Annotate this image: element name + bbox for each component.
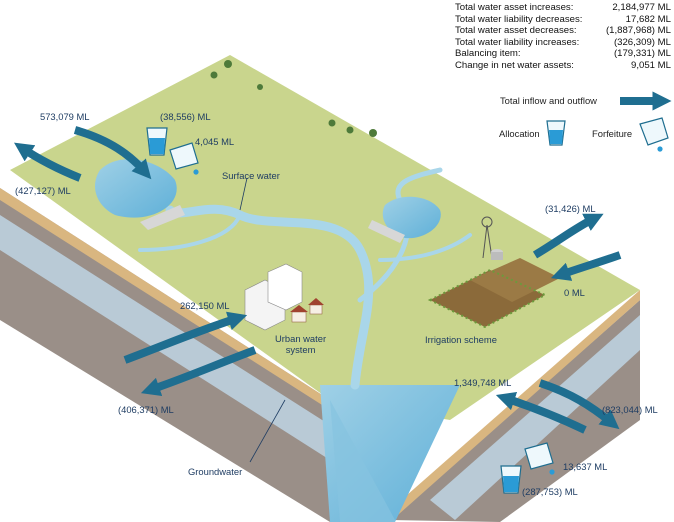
urban-inflow-arrow <box>123 311 248 364</box>
landscape-block <box>0 55 640 522</box>
surface-allocation-value: (38,556) ML <box>160 111 211 122</box>
water-tank-icon <box>491 249 503 260</box>
irrigation-inflow-arrow <box>550 251 622 281</box>
summary-row: Change in net water assets:9,051 ML <box>455 59 671 71</box>
irrigation-scheme-label: Irrigation scheme <box>425 334 497 345</box>
groundwater-allocation-glass-icon <box>500 465 522 494</box>
trees <box>210 60 377 137</box>
urban-inflow-value: 262,150 ML <box>180 300 230 311</box>
summary-row: Total water asset increases:2,184,977 ML <box>455 2 671 13</box>
summary-row: Total water liability decreases:17,682 M… <box>455 13 671 25</box>
dam-wall-left <box>140 205 185 230</box>
irrigation-outflow-value: (31,426) ML <box>545 203 596 214</box>
legend-forfeiture-label: Forfeiture <box>592 128 633 139</box>
groundwater-outflow-arrow <box>538 379 620 430</box>
legend-allocation-label: Allocation <box>499 128 540 139</box>
irrigation-inflow-value: 0 ML <box>564 287 585 298</box>
groundwater-inflow-value: 1,349,748 ML <box>454 377 512 388</box>
groundwater-inflow-arrow <box>495 391 587 434</box>
surface-forfeiture-value: 4,045 ML <box>195 136 235 147</box>
surface-water-label: Surface water <box>222 170 280 181</box>
forfeiture-glass-icon-legend <box>639 117 669 152</box>
flow-arrows <box>14 91 672 434</box>
surface-outflow-value: (427,127) ML <box>15 185 71 196</box>
allocation-glass-icon-legend <box>546 120 566 146</box>
urban-outflow-arrow <box>140 346 257 396</box>
surface-inflow-arrow <box>73 126 152 180</box>
surface-outflow-arrow <box>14 142 82 182</box>
summary-row: Total water asset decreases:(1,887,968) … <box>455 25 671 37</box>
surface-inflow-value: 573,079 ML <box>40 111 90 122</box>
groundwater-allocation-value: (287,753) ML <box>522 486 578 497</box>
urban-outflow-value: (406,371) ML <box>118 404 174 415</box>
surface-forfeiture-glass-icon <box>169 142 199 175</box>
groundwater-forfeiture-glass-icon <box>524 442 555 475</box>
surface-water-lake <box>95 159 177 218</box>
urban-buildings <box>244 263 324 331</box>
surface-allocation-glass-icon <box>146 127 168 156</box>
groundwater-outflow-value: (823,044) ML <box>602 404 658 415</box>
irrigation-fields <box>427 258 560 329</box>
urban-water-system-label: Urban water system <box>275 333 327 355</box>
summary-row: Total water liability increases:(326,309… <box>455 36 671 48</box>
irrigation-lake <box>382 196 441 239</box>
groundwater-label: Groundwater <box>188 466 243 477</box>
water-balance-summary: Total water asset increases:2,184,977 ML… <box>455 2 671 72</box>
legend-inflow-outflow-label: Total inflow and outflow <box>500 95 597 106</box>
summary-row: Balancing item:(179,331) ML <box>455 48 671 60</box>
dam-wall-right <box>368 220 405 243</box>
leader-lines <box>239 177 286 463</box>
groundwater-forfeiture-value: 13,637 ML <box>563 461 608 472</box>
irrigation-outflow-arrow <box>532 213 604 259</box>
